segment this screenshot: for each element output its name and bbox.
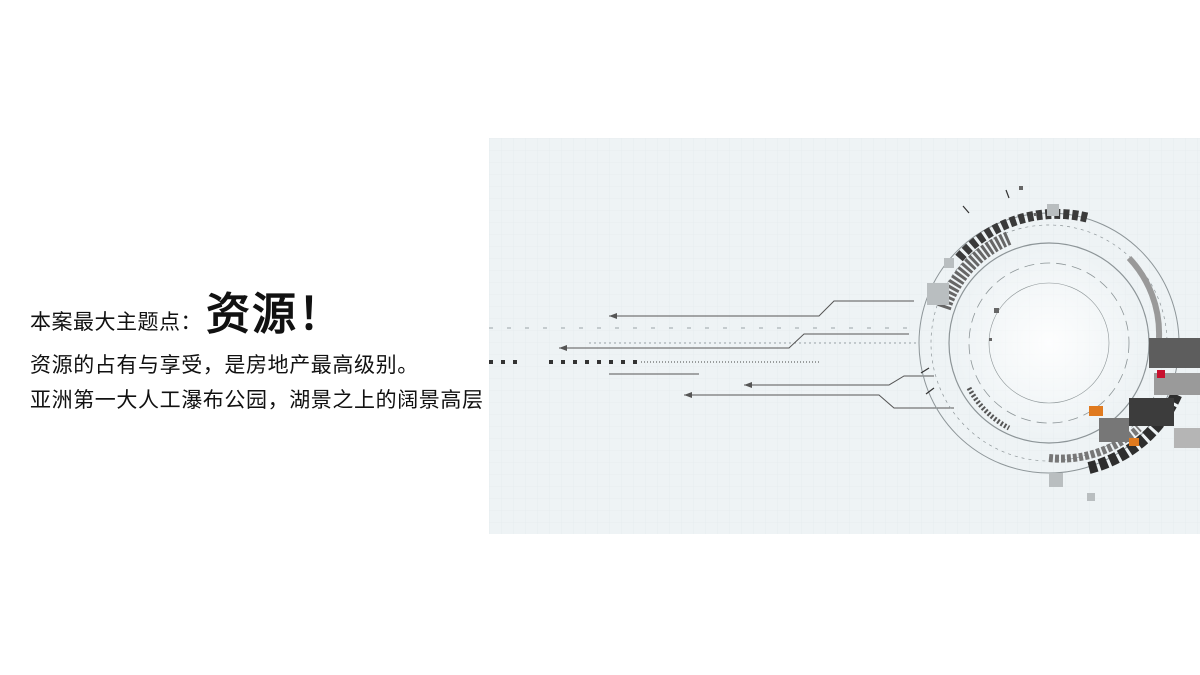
tech-circle-illustration: [489, 138, 1200, 534]
tech-circle-icon: [489, 138, 1200, 534]
body-line-2: 亚洲第一大人工瀑布公园，湖景之上的阔景高层: [30, 388, 484, 412]
body-text: 资源的占有与享受，是房地产最高级别。 亚洲第一大人工瀑布公园，湖景之上的阔景高层: [30, 348, 485, 418]
text-block: 本案最大主题点： 资源！ 资源的占有与享受，是房地产最高级别。 亚洲第一大人工瀑…: [30, 278, 485, 418]
heading: 本案最大主题点： 资源！: [30, 278, 485, 342]
heading-emphasis: 资源！: [206, 289, 344, 340]
heading-prefix: 本案最大主题点：: [30, 310, 202, 334]
body-line-1: 资源的占有与享受，是房地产最高级别。: [30, 353, 419, 377]
